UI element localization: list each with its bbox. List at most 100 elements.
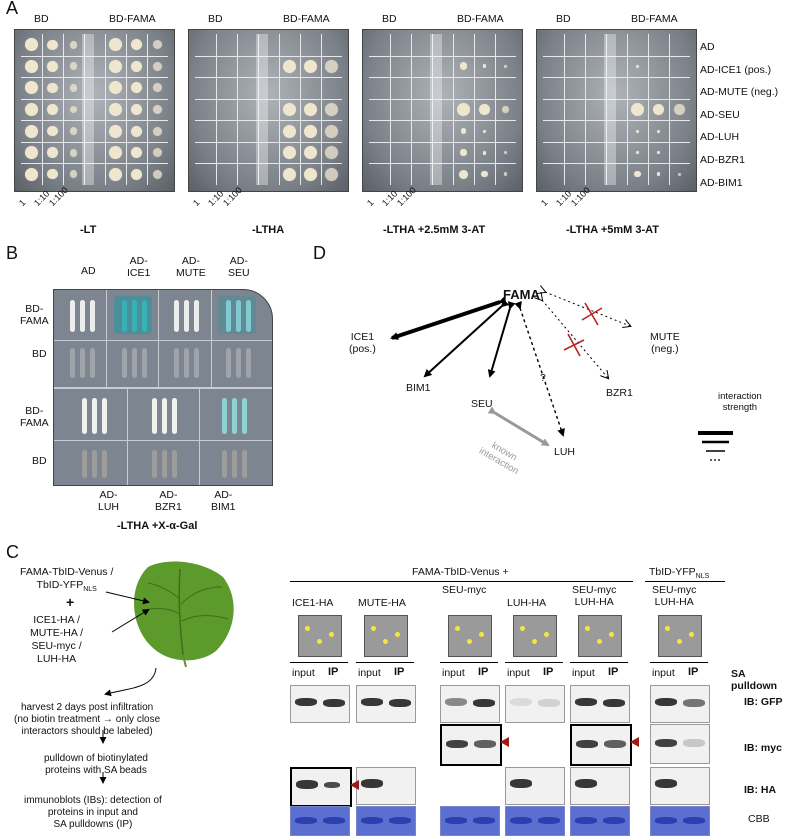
grid-line-h xyxy=(21,141,168,143)
yeast-spot xyxy=(25,167,38,181)
seedling-faint xyxy=(184,348,189,378)
yeast-spot xyxy=(283,167,296,181)
condition-ltha-5: -LTHA +5mM 3-AT xyxy=(566,224,659,236)
xgal-plate xyxy=(53,289,273,486)
edge-fama-seu xyxy=(487,301,516,378)
gfp-band xyxy=(655,698,677,706)
lane-title: SEU-myc LUH-HA xyxy=(652,584,697,608)
ha-blot xyxy=(356,767,416,805)
question-mark: ? xyxy=(540,372,546,384)
red-arrowhead-ha xyxy=(350,780,359,790)
yeast-spot xyxy=(634,170,641,178)
yeast-spot xyxy=(479,104,490,115)
grid-line-v xyxy=(42,34,43,185)
seedling-faint xyxy=(172,450,177,478)
ha-band xyxy=(575,779,597,788)
seedling xyxy=(90,300,95,332)
grid-line-v xyxy=(258,34,259,185)
yeast-spot xyxy=(25,81,38,95)
yeast-spot xyxy=(25,146,38,160)
seedling-faint xyxy=(226,348,231,378)
seedling-faint xyxy=(152,450,157,478)
node-bim1: BIM1 xyxy=(406,382,431,394)
construct-1-text: FAMA-TbID-Venus / TbID-YFP xyxy=(20,566,114,591)
nucleus-dot xyxy=(677,639,682,644)
panel-a-label: A xyxy=(6,0,19,18)
seedling xyxy=(122,300,127,332)
ha-band xyxy=(510,779,532,788)
nls-subscript: NLS xyxy=(83,586,97,594)
ip-label: IP xyxy=(478,666,489,678)
ib-myc-text: IB: myc xyxy=(744,742,782,754)
yeast-spot xyxy=(502,106,509,113)
yeast-spot xyxy=(283,59,296,73)
yeast-spot xyxy=(25,38,38,52)
yeast-spot xyxy=(652,103,665,116)
grid-line-h xyxy=(543,141,690,143)
seedling xyxy=(226,300,231,332)
col-header-bdfama: BD-FAMA xyxy=(283,13,330,25)
yeast-spot xyxy=(482,64,487,69)
nucleus-dot xyxy=(544,632,549,637)
yeast-spot xyxy=(152,169,163,179)
dilution-tick: 1 xyxy=(364,197,376,208)
grid-line-h xyxy=(195,55,342,57)
ha-blot xyxy=(505,767,565,805)
plate-b-hline-1 xyxy=(54,340,272,341)
seedling-faint xyxy=(236,348,241,378)
yeast-spot xyxy=(130,39,143,51)
grid-line-v xyxy=(606,34,607,185)
grid-line-h xyxy=(543,77,690,79)
dilution-tick: 1 xyxy=(16,197,28,208)
grid-line-v xyxy=(585,34,586,185)
gfp-band xyxy=(361,698,383,706)
grid-line-v xyxy=(237,34,238,185)
node-seu: SEU xyxy=(471,398,493,410)
grid-line-v xyxy=(390,34,391,185)
grid-line-h xyxy=(543,163,690,165)
seedling xyxy=(82,398,87,434)
yeast-spot xyxy=(458,169,469,179)
sa-pulldown-label: SA pulldown xyxy=(731,668,778,692)
b-row-bd-1: BD xyxy=(32,348,47,360)
grid-line-v xyxy=(411,34,412,185)
cbb-band xyxy=(295,817,317,824)
grid-line-v xyxy=(300,34,301,185)
seedling-faint xyxy=(194,348,199,378)
dilution-tick: 1 xyxy=(190,197,202,208)
yeast-spot xyxy=(503,172,508,177)
yeast-spot xyxy=(130,125,143,137)
cross-mute-b xyxy=(581,307,603,321)
row-label-bim1: AD-BIM1 xyxy=(700,176,743,189)
yeast-spot xyxy=(109,38,122,52)
step-2: pulldown of biotinylated proteins with S… xyxy=(44,753,148,776)
yeast-spot xyxy=(109,103,122,116)
nucleus-dot xyxy=(383,639,388,644)
yeast-spot xyxy=(656,172,661,177)
yeast-spot xyxy=(325,124,338,138)
yeast-spot xyxy=(130,168,143,180)
cbb-stain xyxy=(356,806,416,836)
grid-line-v xyxy=(495,34,496,185)
seedling xyxy=(80,300,85,332)
plate-separator xyxy=(82,34,94,185)
seedling xyxy=(142,300,147,332)
yeast-spot xyxy=(69,127,78,135)
leaf-image xyxy=(134,561,234,667)
group-tbid: TbID-YFPNLS xyxy=(649,566,709,580)
seedling-faint xyxy=(102,450,107,478)
cbb-band xyxy=(575,817,597,824)
node-fama: FAMA xyxy=(503,287,540,302)
yeast-spot xyxy=(25,103,38,116)
grid-line-v xyxy=(474,34,475,185)
grid-line-h xyxy=(21,98,168,100)
yeast-spot xyxy=(47,61,58,72)
nucleus-dot xyxy=(455,626,460,631)
edge-fama-bim1 xyxy=(423,299,510,378)
gfp-blot xyxy=(356,685,416,723)
col-header-bd: BD xyxy=(382,13,397,25)
cbb-stain xyxy=(440,806,500,836)
node-mute: MUTE (neg.) xyxy=(650,331,680,355)
interaction-network xyxy=(390,270,733,461)
seedling xyxy=(246,300,251,332)
